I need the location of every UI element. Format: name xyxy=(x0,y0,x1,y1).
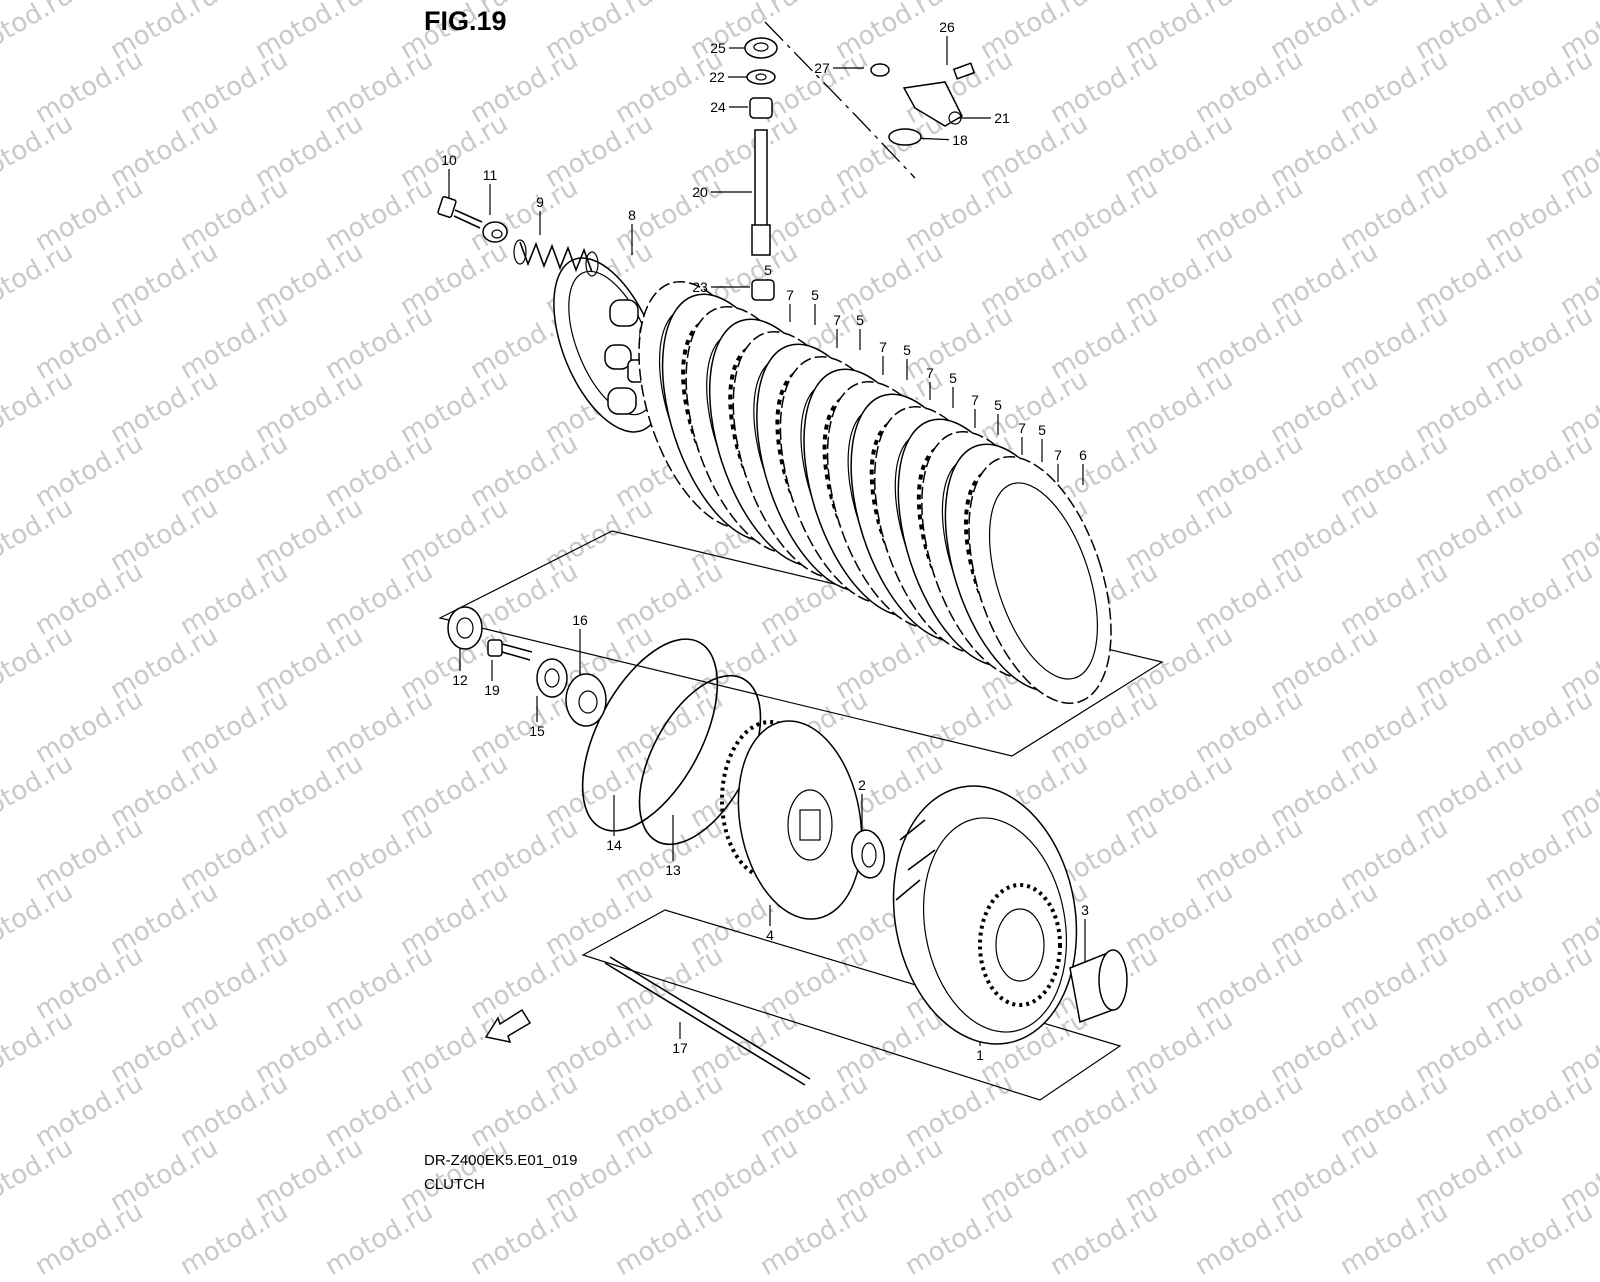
callout-7f: 7 xyxy=(1018,420,1026,436)
callout-22: 22 xyxy=(709,69,725,85)
exploded-view-drawing xyxy=(437,21,1164,1101)
callout-4: 4 xyxy=(766,927,774,943)
drive-plate xyxy=(968,456,1112,704)
callout-18: 18 xyxy=(952,132,968,148)
watermark-text: motod.ru xyxy=(610,1196,729,1282)
callout-23: 23 xyxy=(692,279,708,295)
callout-11: 11 xyxy=(482,167,498,183)
callout-20: 20 xyxy=(692,184,708,200)
fwd-arrow xyxy=(484,1008,532,1044)
watermark-text: motod.ru xyxy=(1190,1196,1309,1282)
callout-26: 26 xyxy=(939,19,955,35)
callout-14: 14 xyxy=(606,837,622,853)
plate-box-frame xyxy=(438,530,1164,757)
lock-washer-16 xyxy=(565,673,607,727)
callout-5f: 5 xyxy=(994,397,1002,413)
long-push-rod xyxy=(604,956,811,1086)
callout-13: 13 xyxy=(665,862,681,878)
callout-7a: 7 xyxy=(786,287,794,303)
figure-code: DR-Z400EK5.E01_019 xyxy=(424,1152,578,1169)
callout-19: 19 xyxy=(484,682,500,698)
bearing-12 xyxy=(447,606,483,650)
watermark-text: motod.ru xyxy=(1045,1196,1164,1282)
leader-lines xyxy=(448,36,1086,1046)
callout-5b: 5 xyxy=(811,287,819,303)
bolt-19 xyxy=(487,639,533,661)
watermark-text: motod.ru xyxy=(0,1196,4,1282)
clutch-spring-bolt xyxy=(437,196,483,229)
callout-7d: 7 xyxy=(926,365,934,381)
callout-5e: 5 xyxy=(949,370,957,386)
watermark-text: motod.ru xyxy=(30,1196,149,1282)
thrust-washer xyxy=(850,829,886,879)
release-arm xyxy=(870,62,976,146)
watermark-text: motod.ru xyxy=(1335,1196,1454,1282)
watermark-text: motod.ru xyxy=(900,1196,1019,1282)
callout-5g: 5 xyxy=(1038,422,1046,438)
bearing-24 xyxy=(749,97,773,119)
callout-10: 10 xyxy=(441,152,457,168)
callout-15: 15 xyxy=(529,723,545,739)
callout-5d: 5 xyxy=(903,342,911,358)
callout-8: 8 xyxy=(628,207,636,223)
figure-title: FIG.19 xyxy=(424,6,507,36)
watermark-text: motod.ru xyxy=(1480,1196,1599,1282)
callout-7g: 7 xyxy=(1054,447,1062,463)
callout-24: 24 xyxy=(710,99,726,115)
upper-frame-line xyxy=(764,21,916,179)
watermark-text: motod.ru xyxy=(175,1196,294,1282)
callout-7e: 7 xyxy=(971,392,979,408)
callout-1: 1 xyxy=(976,1047,984,1063)
callout-21: 21 xyxy=(994,110,1010,126)
watermark-text: motod.ru xyxy=(755,1196,874,1282)
callout-5c: 5 xyxy=(856,312,864,328)
callout-3: 3 xyxy=(1081,902,1089,918)
spacer-3 xyxy=(1069,949,1128,1024)
clutch-housing xyxy=(892,785,1078,1045)
watermark-text: motod.ru xyxy=(320,1196,439,1282)
callout-6: 6 xyxy=(1079,447,1087,463)
clutch-spring xyxy=(513,239,599,277)
washer-22 xyxy=(746,69,776,85)
callout-9: 9 xyxy=(536,194,544,210)
hub-box-frame xyxy=(581,909,1122,1101)
callout-17: 17 xyxy=(672,1040,688,1056)
figure-name: CLUTCH xyxy=(424,1176,485,1193)
callout-7b: 7 xyxy=(833,312,841,328)
callout-27: 27 xyxy=(814,60,830,76)
callout-16: 16 xyxy=(572,612,588,628)
callout-7c: 7 xyxy=(879,339,887,355)
sleeve-hub xyxy=(720,720,863,920)
bearing-25 xyxy=(744,37,778,59)
spring-washer xyxy=(482,221,508,243)
watermark-text: motod.ru xyxy=(465,1196,584,1282)
callout-2: 2 xyxy=(858,777,866,793)
nut-15 xyxy=(536,658,568,698)
push-rod xyxy=(751,129,771,256)
callout-12: 12 xyxy=(452,672,468,688)
callout-5a: 5 xyxy=(764,262,772,278)
callout-25: 25 xyxy=(710,40,726,56)
clutch-plate-stack xyxy=(638,281,1112,704)
bearing-23 xyxy=(751,279,775,301)
